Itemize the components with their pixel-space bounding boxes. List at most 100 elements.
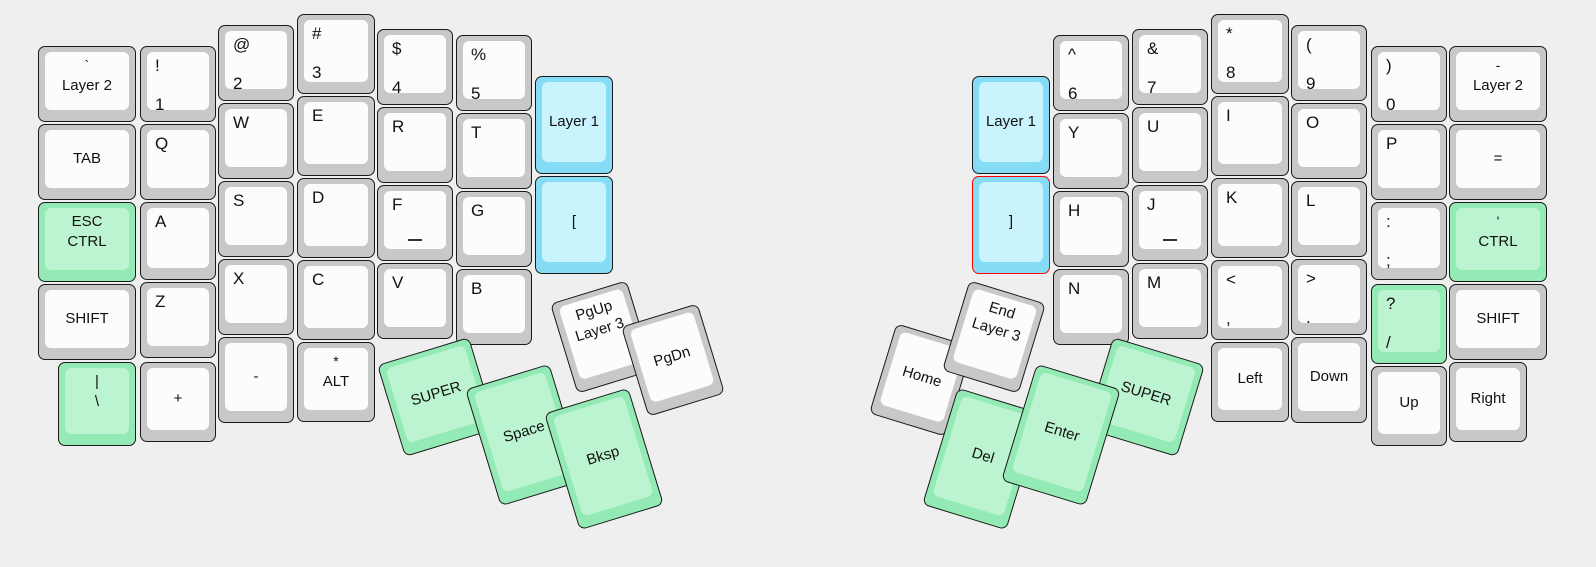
keycap-surface: #3 xyxy=(304,20,368,82)
keycap-surface: Left xyxy=(1218,348,1282,410)
key-l-1[interactable]: !1 xyxy=(140,46,216,122)
key-l-plus[interactable]: + xyxy=(140,362,216,442)
legend-shifted: & xyxy=(1147,39,1159,58)
key-r-9[interactable]: (9 xyxy=(1291,25,1367,101)
key-l-layer1[interactable]: Layer 1 xyxy=(535,76,613,174)
keycap-surface: M xyxy=(1139,269,1201,327)
keycap-surface: <, xyxy=(1218,266,1282,328)
key-l-4[interactable]: $4 xyxy=(377,29,453,105)
key-r-minus-layer2[interactable]: -Layer 2 xyxy=(1449,46,1547,122)
key-l-e[interactable]: E xyxy=(297,96,375,176)
key-r-period[interactable]: >. xyxy=(1291,259,1367,335)
keycap-surface: N xyxy=(1060,275,1122,333)
key-r-y[interactable]: Y xyxy=(1053,113,1129,189)
key-l-lbracket[interactable]: [ xyxy=(535,176,613,274)
key-r-semicolon[interactable]: :; xyxy=(1371,202,1447,280)
key-l-q[interactable]: Q xyxy=(140,124,216,200)
key-l-d[interactable]: D xyxy=(297,178,375,258)
key-r-m[interactable]: M xyxy=(1132,263,1208,339)
keycap-surface: Right xyxy=(1456,368,1520,430)
key-r-6[interactable]: ^6 xyxy=(1053,35,1129,111)
legend-base: 3 xyxy=(312,63,322,82)
legend-shifted: # xyxy=(312,24,322,43)
legend-base: L xyxy=(1306,191,1316,210)
key-r-0[interactable]: )0 xyxy=(1371,46,1447,122)
key-l-2[interactable]: @2 xyxy=(218,25,294,101)
key-l-minus[interactable]: - xyxy=(218,337,294,423)
keycap-surface: P xyxy=(1378,130,1440,188)
key-r-up[interactable]: Up xyxy=(1371,366,1447,446)
key-r-h[interactable]: H xyxy=(1053,191,1129,267)
key-r-i[interactable]: I xyxy=(1211,96,1289,176)
keycap-surface: ^6 xyxy=(1060,41,1122,102)
key-r-rbracket[interactable]: ] xyxy=(972,176,1050,274)
key-l-5[interactable]: %5 xyxy=(456,35,532,111)
key-r-down[interactable]: Down xyxy=(1291,337,1367,423)
key-r-j[interactable]: J xyxy=(1132,185,1208,261)
keycap-surface: *8 xyxy=(1218,20,1282,82)
keycap-surface: ' CTRL xyxy=(1456,208,1540,270)
key-l-v[interactable]: V xyxy=(377,263,453,339)
keycap-surface: |\ xyxy=(65,368,129,434)
legend-base: PgDn xyxy=(651,343,693,371)
legend-base: I xyxy=(1226,106,1231,125)
key-l-a[interactable]: A xyxy=(140,202,216,280)
legend-base: 1 xyxy=(155,95,165,114)
key-r-o[interactable]: O xyxy=(1291,103,1367,179)
key-l-s[interactable]: S xyxy=(218,181,294,257)
key-r-l[interactable]: L xyxy=(1291,181,1367,257)
key-r-shift[interactable]: SHIFT xyxy=(1449,284,1547,360)
legend-shifted: ' xyxy=(1496,213,1500,229)
key-r-quote-ctrl[interactable]: ' CTRL xyxy=(1449,202,1547,282)
key-r-equal[interactable]: = xyxy=(1449,124,1547,200)
key-r-layer1[interactable]: Layer 1 xyxy=(972,76,1050,174)
legend-shifted: ( xyxy=(1306,35,1312,54)
keycap-surface: Z xyxy=(147,288,209,346)
key-r-k[interactable]: K xyxy=(1211,178,1289,258)
keycap-surface: + xyxy=(147,368,209,430)
legend-primary: PgUp xyxy=(573,297,615,325)
key-l-f[interactable]: F xyxy=(377,185,453,261)
key-l-3[interactable]: #3 xyxy=(297,14,375,94)
legend-base: / xyxy=(1386,333,1391,352)
legend-base: S xyxy=(233,191,245,210)
legend-shifted: - xyxy=(1495,57,1501,73)
key-r-slash[interactable]: ?/ xyxy=(1371,284,1447,364)
key-r-right[interactable]: Right xyxy=(1449,362,1527,442)
key-l-t[interactable]: T xyxy=(456,113,532,189)
legend-base: . xyxy=(1306,308,1311,327)
key-l-tab[interactable]: TAB xyxy=(38,124,136,200)
key-l-pipe-backslash[interactable]: |\ xyxy=(58,362,136,446)
legend-base: V xyxy=(392,273,404,292)
legend-secondary: CTRL xyxy=(67,233,107,250)
key-r-7[interactable]: &7 xyxy=(1132,29,1208,105)
key-r-p[interactable]: P xyxy=(1371,124,1447,200)
key-l-r[interactable]: R xyxy=(377,107,453,183)
keycap-surface: $4 xyxy=(384,35,446,96)
legend-base: D xyxy=(312,188,325,207)
keycap-surface: D xyxy=(304,184,368,246)
keycap-surface: @2 xyxy=(225,31,287,92)
legend-base: ; xyxy=(1386,251,1391,270)
legend-base: Up xyxy=(1399,394,1419,412)
key-l-c[interactable]: C xyxy=(297,260,375,340)
key-r-8[interactable]: *8 xyxy=(1211,14,1289,94)
keycap-surface: = xyxy=(1456,130,1540,188)
key-l-star-alt[interactable]: *ALT xyxy=(297,342,375,422)
legend-base: T xyxy=(471,123,482,142)
key-l-w[interactable]: W xyxy=(218,103,294,179)
key-l-grave-layer2[interactable]: `Layer 2 xyxy=(38,46,136,122)
key-r-u[interactable]: U xyxy=(1132,107,1208,183)
key-r-n[interactable]: N xyxy=(1053,269,1129,345)
key-l-shift[interactable]: SHIFT xyxy=(38,284,136,360)
legend-base: CTRL xyxy=(1478,233,1518,250)
key-l-z[interactable]: Z xyxy=(140,282,216,358)
key-l-g[interactable]: G xyxy=(456,191,532,267)
key-l-x[interactable]: X xyxy=(218,259,294,335)
key-r-left[interactable]: Left xyxy=(1211,342,1289,422)
key-r-comma[interactable]: <, xyxy=(1211,260,1289,340)
key-l-b[interactable]: B xyxy=(456,269,532,345)
